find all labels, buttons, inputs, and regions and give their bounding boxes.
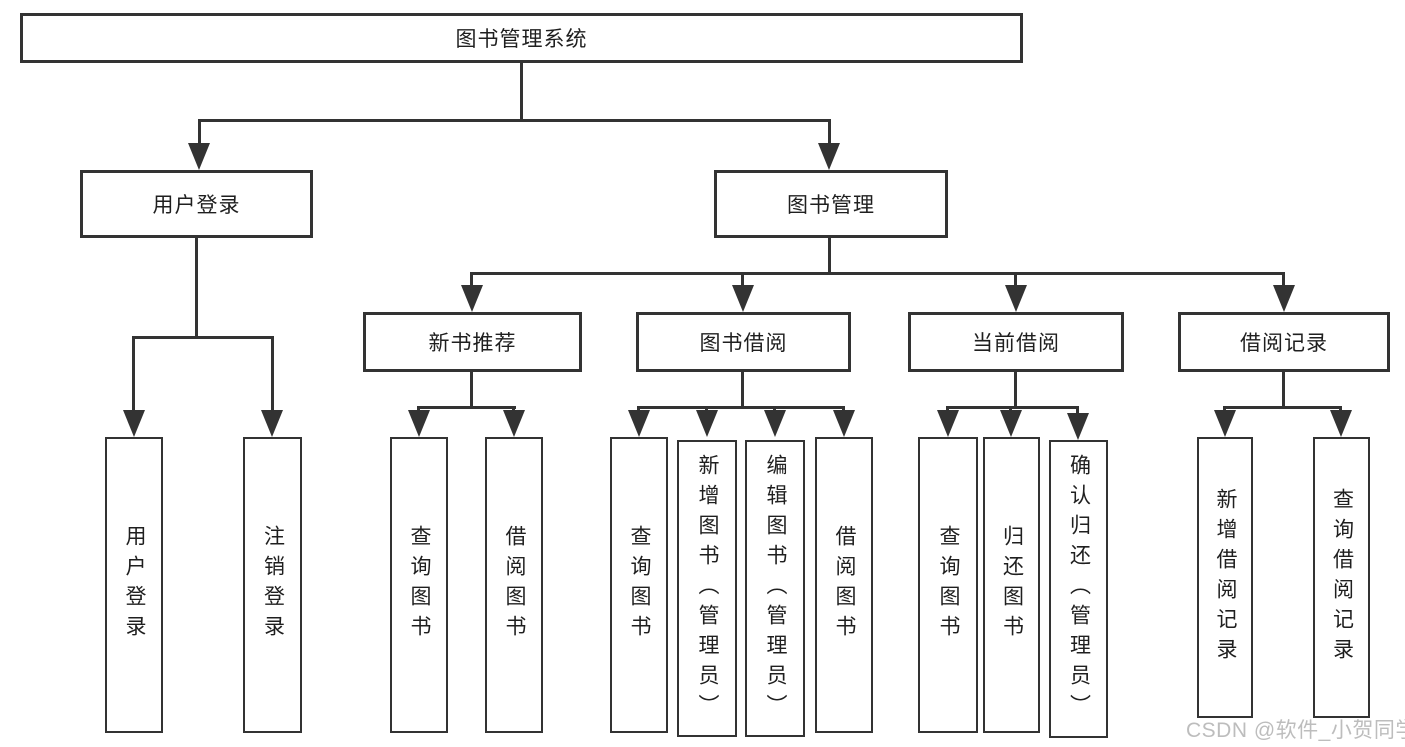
node-current-borrow: 当前借阅 xyxy=(908,312,1124,372)
leaf-bb-add-books-admin: 新增图书（管理员） xyxy=(677,440,737,737)
arrow-down-icon xyxy=(1000,410,1022,437)
leaf-label: 借阅图书 xyxy=(833,525,856,645)
connector-line xyxy=(1282,272,1285,290)
leaf-cb-confirm-return-admin: 确认归还（管理员） xyxy=(1049,440,1108,738)
connector-line xyxy=(470,272,1285,275)
node-book-management: 图书管理 xyxy=(714,170,948,238)
arrow-down-icon xyxy=(818,143,840,170)
arrow-down-icon xyxy=(1330,410,1352,437)
leaf-label: 借阅图书 xyxy=(503,525,526,645)
connector-line xyxy=(1076,406,1079,418)
connector-line xyxy=(132,336,274,339)
connector-line xyxy=(741,272,744,290)
arrow-down-icon xyxy=(937,410,959,437)
connector-line xyxy=(470,372,473,409)
arrow-down-icon xyxy=(732,285,754,312)
leaf-label: 新增图书（管理员） xyxy=(696,453,719,724)
connector-line xyxy=(470,272,473,290)
connector-line xyxy=(271,336,274,414)
leaf-cb-query-books: 查询图书 xyxy=(918,437,978,733)
leaf-label: 用户登录 xyxy=(123,525,146,645)
connector-line xyxy=(741,372,744,409)
leaf-label: 归还图书 xyxy=(1000,525,1024,645)
arrow-down-icon xyxy=(1214,410,1236,437)
leaf-user-login: 用户登录 xyxy=(105,437,163,733)
connector-line xyxy=(1223,406,1342,409)
connector-line xyxy=(1014,372,1017,409)
node-user-login: 用户登录 xyxy=(80,170,313,238)
leaf-label: 查询图书 xyxy=(937,525,960,645)
leaf-cb-return-books: 归还图书 xyxy=(983,437,1040,733)
leaf-label: 查询图书 xyxy=(408,525,431,645)
arrow-down-icon xyxy=(628,410,650,437)
connector-line xyxy=(520,63,523,121)
connector-line xyxy=(946,406,1079,409)
connector-line xyxy=(828,238,831,275)
leaf-bb-edit-books-admin: 编辑图书（管理员） xyxy=(745,440,805,737)
leaf-label: 注销登录 xyxy=(261,525,285,645)
arrow-down-icon xyxy=(408,410,430,437)
arrow-down-icon xyxy=(188,143,210,170)
arrow-down-icon xyxy=(833,410,855,437)
leaf-label: 确认归还（管理员） xyxy=(1067,454,1091,724)
connector-line xyxy=(132,336,135,414)
connector-line xyxy=(1014,272,1017,290)
leaf-label: 查询图书 xyxy=(628,525,651,645)
leaf-bb-query-books: 查询图书 xyxy=(610,437,668,733)
leaf-label: 编辑图书（管理员） xyxy=(764,453,787,724)
leaf-br-add-record: 新增借阅记录 xyxy=(1197,437,1253,718)
arrow-down-icon xyxy=(503,410,525,437)
watermark: CSDN @软件_小贺同学 xyxy=(1186,719,1405,742)
arrow-down-icon xyxy=(1067,413,1089,440)
connector-line xyxy=(1282,372,1285,409)
arrow-down-icon xyxy=(696,410,718,437)
connector-line xyxy=(417,406,516,409)
arrow-down-icon xyxy=(261,410,283,437)
connector-line xyxy=(828,119,831,146)
connector-line xyxy=(198,119,831,122)
node-new-book-recommend: 新书推荐 xyxy=(363,312,582,372)
arrow-down-icon xyxy=(461,285,483,312)
leaf-label: 查询借阅记录 xyxy=(1330,487,1354,668)
arrow-down-icon xyxy=(1005,285,1027,312)
node-library-system: 图书管理系统 xyxy=(20,13,1023,63)
arrow-down-icon xyxy=(764,410,786,437)
connector-line xyxy=(198,119,201,146)
leaf-nb-borrow-books: 借阅图书 xyxy=(485,437,543,733)
node-book-borrow: 图书借阅 xyxy=(636,312,851,372)
leaf-label: 新增借阅记录 xyxy=(1214,487,1237,668)
connector-line xyxy=(637,406,845,409)
arrow-down-icon xyxy=(1273,285,1295,312)
leaf-nb-query-books: 查询图书 xyxy=(390,437,448,733)
connector-line xyxy=(195,238,198,338)
leaf-br-query-record: 查询借阅记录 xyxy=(1313,437,1370,718)
node-borrow-record: 借阅记录 xyxy=(1178,312,1390,372)
leaf-bb-borrow-books: 借阅图书 xyxy=(815,437,873,733)
arrow-down-icon xyxy=(123,410,145,437)
leaf-logout: 注销登录 xyxy=(243,437,302,733)
